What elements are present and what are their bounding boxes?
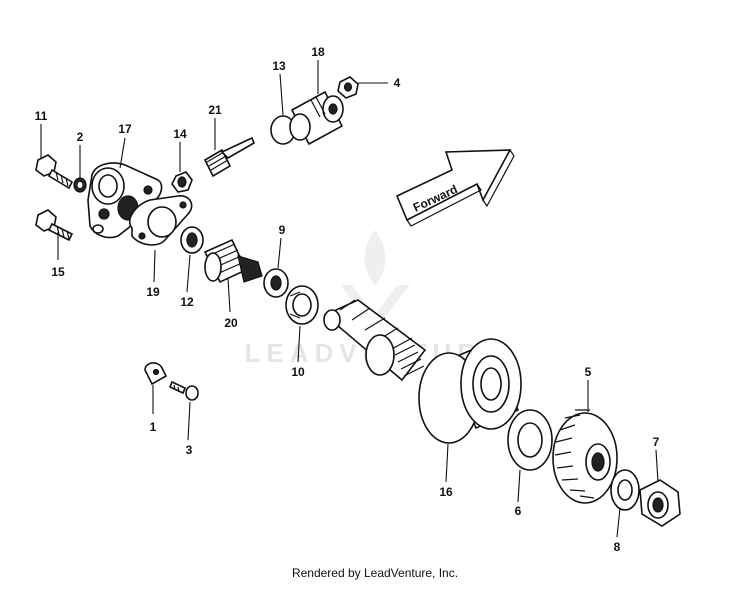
callout-16: 16 (439, 485, 453, 499)
callout-17: 17 (118, 122, 132, 136)
callout-10: 10 (291, 365, 305, 379)
callout-11: 11 (35, 109, 48, 123)
callout-15: 15 (51, 265, 65, 279)
callout-18: 18 (311, 45, 325, 59)
callout-6: 6 (515, 504, 522, 518)
callout-12: 12 (180, 295, 194, 309)
callout-4: 4 (394, 76, 401, 90)
forward-arrow: Forward (395, 149, 515, 227)
part-12-seal (180, 226, 204, 254)
callout-13: 13 (272, 59, 286, 73)
part-19-gasket (128, 195, 193, 246)
part-15-bolt (35, 209, 74, 242)
callout-3: 3 (186, 443, 193, 457)
part-21-pinion (203, 136, 256, 178)
part-14-nut (171, 171, 193, 193)
callout-1: 1 (150, 420, 157, 434)
part-18-bushing (289, 90, 344, 146)
part-13-o-ring (270, 115, 296, 145)
part-7-nut (639, 479, 681, 527)
part-8-washer (610, 469, 640, 511)
part-2-lockwasher (73, 177, 87, 193)
part-10-bearing (285, 285, 319, 325)
part-20-gear (203, 238, 263, 284)
callout-7: 7 (653, 435, 660, 449)
leader-lines (40, 60, 659, 538)
part-17-housing (87, 162, 163, 239)
part-9-washer (263, 268, 289, 298)
part-1-clip (144, 362, 168, 386)
watermark-v-icon (340, 285, 410, 330)
watermark-flame-icon (364, 230, 386, 285)
part-16-bearing (418, 338, 522, 444)
callout-21: 21 (208, 103, 222, 117)
callout-19: 19 (146, 285, 160, 299)
part-6-shim (507, 409, 553, 471)
callout-5: 5 (585, 365, 592, 379)
part-11-bolt (35, 154, 74, 190)
callout-14: 14 (173, 127, 187, 141)
callouts: 11 2 17 14 21 13 18 4 15 19 12 20 9 10 1… (35, 45, 660, 554)
pinion-shaft (323, 299, 427, 382)
callout-9: 9 (279, 223, 286, 237)
callout-2: 2 (77, 130, 84, 144)
part-5-bevel-gear (552, 409, 618, 504)
part-3-screw (168, 380, 199, 401)
part-4-nut (337, 76, 359, 99)
credit-line: Rendered by LeadVenture, Inc. (291, 566, 459, 580)
callout-8: 8 (614, 540, 621, 554)
callout-20: 20 (224, 316, 238, 330)
